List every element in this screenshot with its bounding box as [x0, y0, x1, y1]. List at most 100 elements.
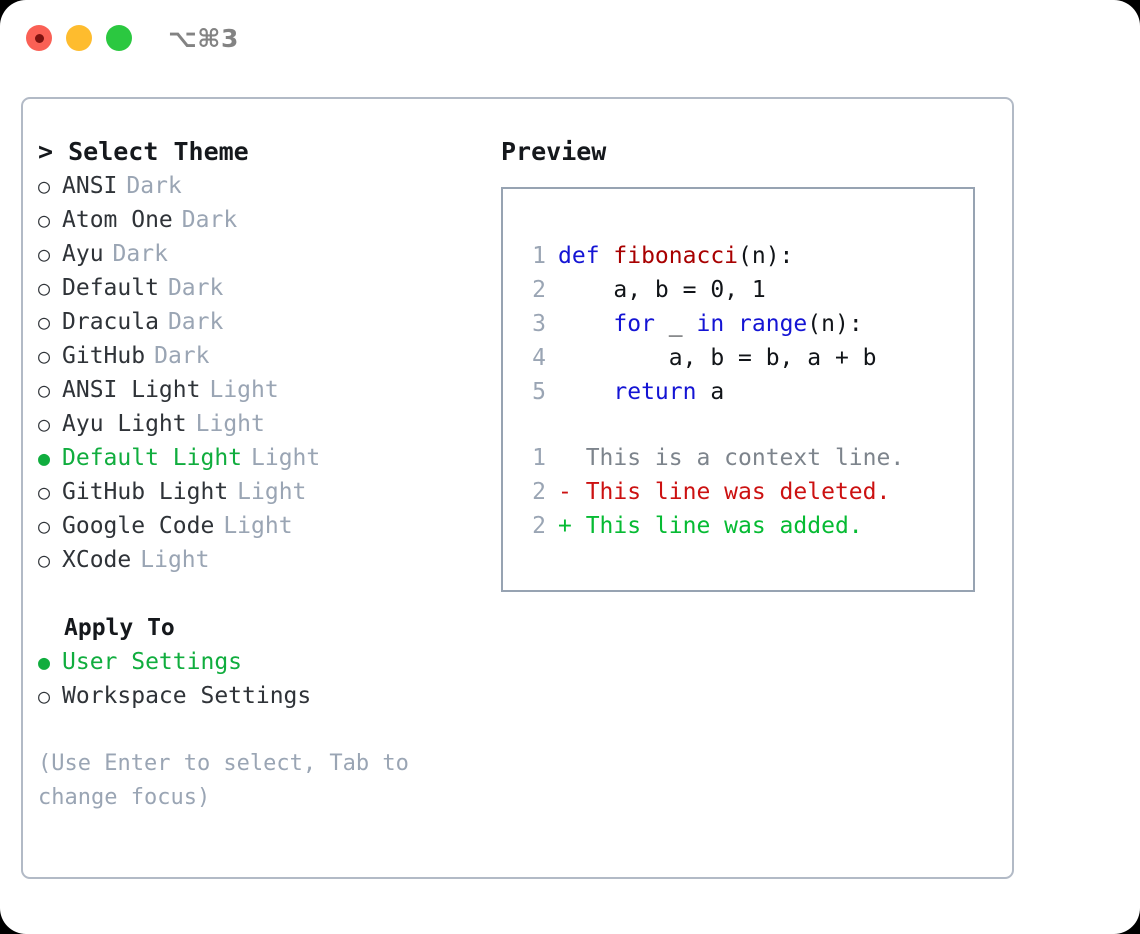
line-number: 1: [532, 445, 546, 471]
radio-unselected-icon: ○: [38, 174, 51, 198]
theme-option-tag: Light: [140, 547, 210, 573]
close-button[interactable]: [26, 25, 52, 51]
radio-unselected-icon: ○: [38, 684, 51, 708]
theme-option-label: Default: [62, 275, 159, 301]
code-token-kw: for: [613, 311, 655, 337]
maximize-button[interactable]: [106, 25, 132, 51]
theme-option-label: Default Light: [62, 445, 243, 471]
apply-to-option-label: Workspace Settings: [62, 683, 312, 709]
apply-to-option[interactable]: ● User Settings: [38, 645, 498, 679]
theme-option-label: Ayu: [62, 241, 104, 267]
line-number: 2: [532, 277, 546, 303]
code-token-plain: a, b = b, a + b: [558, 345, 877, 371]
theme-option-label: Dracula: [62, 309, 159, 335]
preview-title: Preview: [501, 137, 607, 166]
theme-option[interactable]: ● Default Light Light: [38, 441, 498, 475]
theme-option-tag: Dark: [126, 173, 182, 199]
theme-option-label: ANSI: [62, 173, 118, 199]
diff-sample: 1 This is a context line.2- This line wa…: [518, 441, 965, 543]
theme-option-tag: Light: [223, 513, 293, 539]
code-line: 4 a, b = b, a + b: [518, 341, 965, 375]
diff-line-del: 2- This line was deleted.: [518, 475, 965, 509]
line-number: 2: [532, 479, 546, 505]
diff-line-add: 2 + This line was added.: [518, 509, 965, 543]
code-line: 2 a, b = 0, 1: [518, 273, 965, 307]
theme-option[interactable]: ○ GitHub Light Light: [38, 475, 498, 509]
theme-option-label: Ayu Light: [62, 411, 187, 437]
title-bar: ⌥⌘3: [0, 0, 1140, 78]
code-token-kw: range: [738, 311, 808, 337]
radio-unselected-icon: ○: [38, 208, 51, 232]
apply-to-option[interactable]: ○ Workspace Settings: [38, 679, 498, 713]
line-number: 5: [532, 379, 546, 405]
code-token-plain: [724, 311, 738, 337]
radio-unselected-icon: ○: [38, 514, 51, 538]
line-number: 3: [532, 311, 546, 337]
window-title: ⌥⌘3: [168, 24, 239, 53]
theme-option[interactable]: ○ GitHub Dark: [38, 339, 498, 373]
diff-line-text: This is a context line.: [558, 445, 905, 471]
apply-to-list[interactable]: ● User Settings ○ Workspace Settings: [38, 645, 498, 713]
code-line-text: for _ in range(n):: [558, 307, 863, 341]
code-token-plain: (n):: [807, 311, 863, 337]
code-token-fn: fibonacci: [613, 243, 739, 269]
theme-option-label: ANSI Light: [62, 377, 201, 403]
theme-option-label: GitHub Light: [62, 479, 229, 505]
theme-option[interactable]: ○ Atom One Dark: [38, 203, 498, 237]
radio-unselected-icon: ○: [38, 310, 51, 334]
code-token-plain: a: [696, 379, 725, 405]
apply-to-option-label: User Settings: [62, 649, 243, 675]
theme-option-tag: Dark: [154, 343, 210, 369]
line-number: 4: [532, 345, 546, 371]
code-token-plain: [558, 311, 613, 337]
radio-unselected-icon: ○: [38, 548, 51, 572]
select-theme-heading: > Select Theme: [38, 137, 249, 166]
theme-option-tag: Light: [237, 479, 307, 505]
theme-option-tag: Light: [251, 445, 321, 471]
radio-unselected-icon: ○: [38, 242, 51, 266]
code-token-kw: return: [613, 379, 697, 405]
minimize-button[interactable]: [66, 25, 92, 51]
apply-to-heading: Apply To: [64, 615, 175, 641]
theme-option-label: XCode: [62, 547, 132, 573]
theme-option-tag: Dark: [181, 207, 238, 233]
diff-line-text: + This line was added.: [558, 513, 863, 539]
radio-unselected-icon: ○: [38, 480, 51, 504]
theme-option[interactable]: ○ ANSI Dark: [38, 169, 498, 203]
theme-option[interactable]: ○ XCode Light: [38, 543, 498, 577]
code-line-text: a, b = b, a + b: [558, 341, 877, 375]
radio-unselected-icon: ○: [38, 378, 51, 402]
radio-selected-icon: ●: [38, 650, 51, 674]
line-number: 1: [532, 243, 546, 269]
theme-option-label: Atom One: [62, 207, 173, 233]
line-number: 2: [532, 513, 546, 539]
theme-option-label: GitHub: [62, 343, 146, 369]
radio-unselected-icon: ○: [38, 344, 51, 368]
code-line-text: return a: [558, 375, 724, 409]
diff-line-context: 1 This is a context line.: [518, 441, 965, 475]
theme-option-tag: Dark: [167, 309, 224, 335]
code-line: 3 for _ in range(n):: [518, 307, 965, 341]
theme-option[interactable]: ○ Dracula Dark: [38, 305, 498, 339]
code-token-plain: a, b = 0, 1: [558, 277, 766, 303]
radio-unselected-icon: ○: [38, 412, 51, 436]
traffic-lights: [26, 25, 132, 51]
code-token-plain: _: [654, 311, 697, 337]
radio-unselected-icon: ○: [38, 276, 51, 300]
code-token-kw: def: [558, 243, 614, 269]
radio-selected-icon: ●: [38, 446, 51, 470]
code-line: 5 return a: [518, 375, 965, 409]
